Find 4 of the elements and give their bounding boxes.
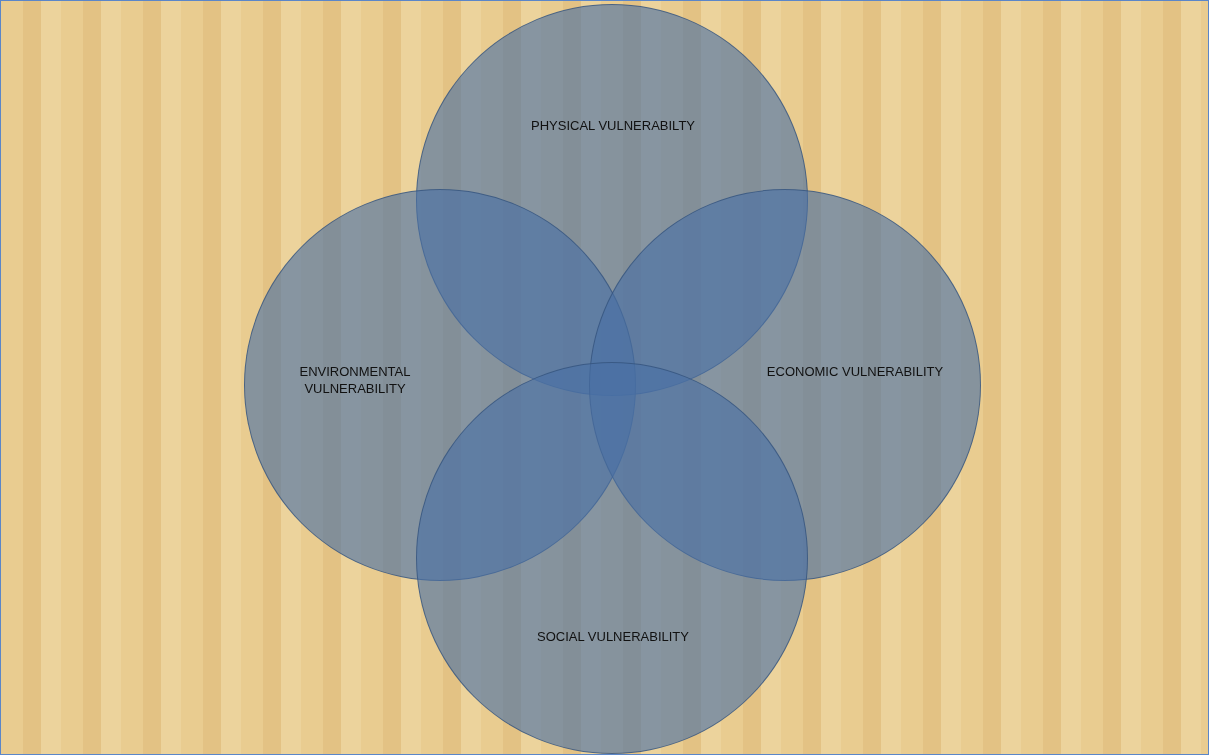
circle-label: ECONOMIC VULNERABILITY xyxy=(765,363,945,380)
circle-label: PHYSICAL VULNERABILTY xyxy=(530,117,696,134)
circle-label: ENVIRONMENTAL VULNERABILITY xyxy=(298,363,412,397)
circle-label: SOCIAL VULNERABILITY xyxy=(536,628,690,645)
